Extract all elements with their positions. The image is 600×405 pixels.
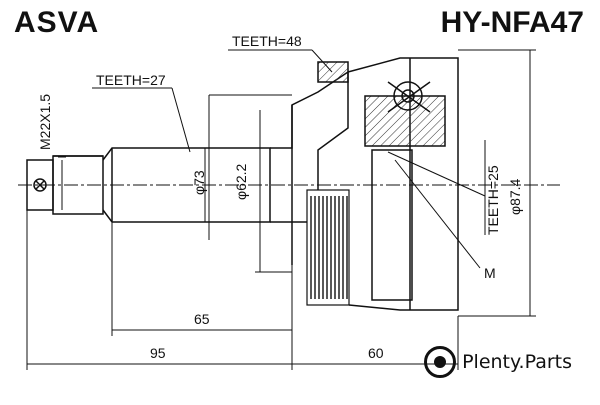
dim-dia62 xyxy=(255,110,292,273)
teeth48-label: TEETH=48 xyxy=(232,33,302,49)
dia87-label: φ87.4 xyxy=(507,178,523,215)
dia73-label: φ73 xyxy=(191,170,207,195)
m-label: M xyxy=(484,265,496,281)
teeth48-leader xyxy=(228,49,333,73)
abs-ring xyxy=(306,189,350,306)
splined-shaft xyxy=(102,147,271,223)
brand-logo: ASVA xyxy=(14,6,100,39)
part-number: HY-NFA47 xyxy=(440,6,584,39)
teeth27-label: TEETH=27 xyxy=(96,72,166,88)
m-leader xyxy=(394,159,481,269)
outer-race xyxy=(347,57,459,311)
dim-95 xyxy=(26,210,292,370)
len65-label: 65 xyxy=(194,311,210,327)
bell-housing xyxy=(270,61,349,265)
teeth27-leader xyxy=(92,87,191,153)
len95-label: 95 xyxy=(150,345,166,361)
dia62-label: φ62.2 xyxy=(233,163,249,200)
teeth25-label: TEETH=25 xyxy=(485,165,501,235)
dim-65 xyxy=(111,222,293,370)
len60-label: 60 xyxy=(368,345,384,361)
watermark: Plenty.Parts xyxy=(424,346,572,378)
watermark-logo-icon xyxy=(424,346,457,378)
dim-dia87 xyxy=(458,49,536,317)
watermark-text: Plenty.Parts xyxy=(462,351,572,373)
thread-label: M22X1.5 xyxy=(37,94,53,150)
threaded-stub xyxy=(26,155,104,215)
teeth25-leader xyxy=(387,140,486,235)
dim-dia73 xyxy=(208,94,292,240)
dim-thread xyxy=(58,156,66,210)
